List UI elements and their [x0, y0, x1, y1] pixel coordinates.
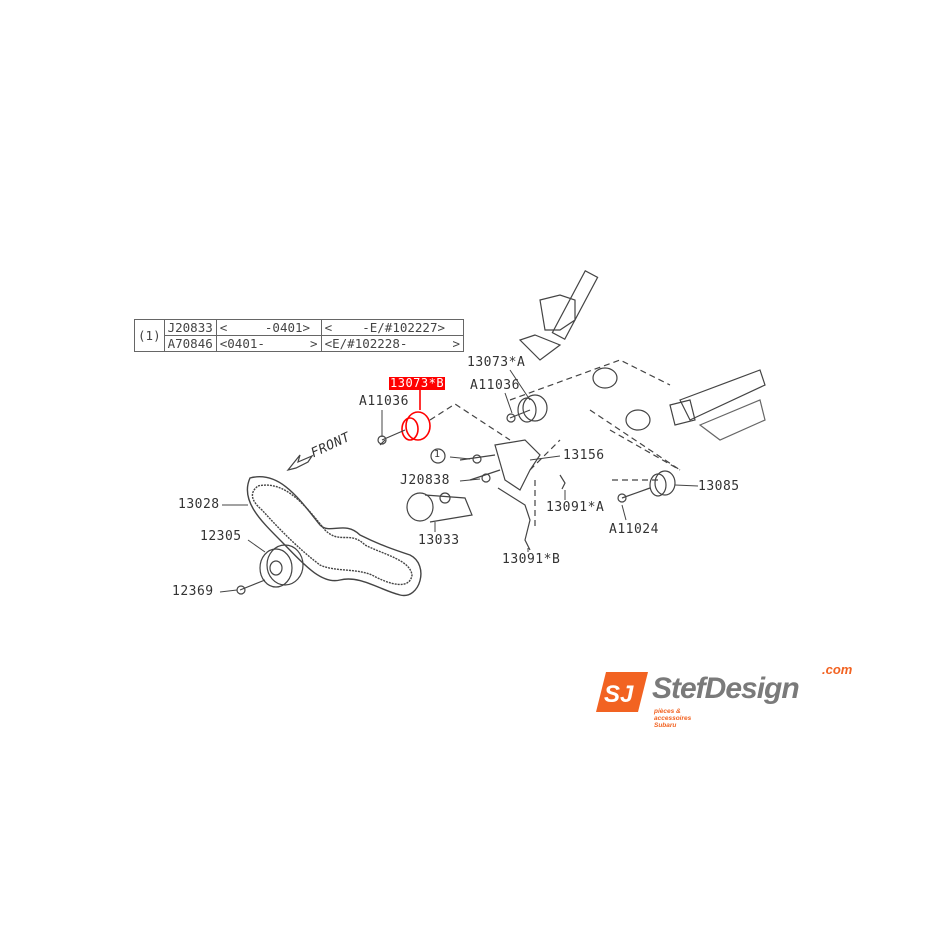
ref-symbol: 1 [145, 328, 154, 343]
callout-12305[interactable]: 12305 [200, 529, 242, 544]
table-row: A70846 <0401- > <E/#102228- > [135, 335, 465, 352]
callout-13156[interactable]: 13156 [563, 448, 605, 463]
camshaft-upper [518, 269, 599, 361]
callout-a11036-right[interactable]: A11036 [470, 378, 520, 393]
leader-lines [219, 369, 699, 593]
tensioner-bracket [494, 439, 541, 491]
sprocket-upper [592, 367, 651, 431]
callout-13085[interactable]: 13085 [698, 479, 740, 494]
clip-13091A [559, 474, 566, 490]
part-cell[interactable]: A70846 [163, 335, 217, 352]
callout-13073b-highlighted[interactable]: 13073*B [389, 376, 446, 390]
callout-ref-1[interactable]: 1 [434, 449, 441, 460]
idler-13073A [517, 394, 548, 423]
assembly-lines [429, 359, 681, 530]
table-row: (1) J20833 < -0401> < -E/#102227> [134, 319, 465, 352]
logo-wordmark: StefDesign [652, 672, 800, 705]
crank-pulley-12305 [259, 544, 304, 588]
callout-13028[interactable]: 13028 [178, 497, 220, 512]
serial-range-cell: <E/#102228- > [320, 335, 465, 352]
timing-belt-13028 [246, 475, 422, 596]
callout-j20838[interactable]: J20838 [400, 473, 450, 488]
pulley-13085 [649, 470, 676, 497]
callout-a11036-left[interactable]: A11036 [359, 394, 409, 409]
callout-13033[interactable]: 13033 [418, 533, 460, 548]
svg-text:SJ: SJ [604, 681, 634, 708]
sensor-bracket [497, 487, 531, 551]
serial-range-cell: < -E/#102227> [320, 319, 465, 336]
callout-a11024[interactable]: A11024 [609, 522, 659, 537]
front-arrow-icon [286, 454, 314, 472]
callout-13091b[interactable]: 13091*B [502, 552, 561, 567]
applicability-table: (1) J20833 < -0401> < -E/#102227> A70846… [134, 319, 465, 352]
ref-symbol-cell: (1) [134, 319, 165, 352]
bolts [236, 409, 651, 595]
idler-13073B-highlighted [401, 411, 431, 441]
tensioner-13033 [406, 492, 473, 523]
callout-13073a[interactable]: 13073*A [467, 355, 526, 370]
camshaft-lower [669, 369, 766, 441]
callout-12369[interactable]: 12369 [172, 584, 214, 599]
date-range-cell: < -0401> [215, 319, 322, 336]
logo-tld: .com [822, 662, 853, 677]
ref-1-circle [430, 448, 446, 464]
callout-13091a[interactable]: 13091*A [546, 500, 605, 515]
logo-tagline: pièces & accessoires Subaru [654, 708, 692, 729]
date-range-cell: <0401- > [215, 335, 322, 352]
logo-mark-icon: SJ [596, 672, 648, 712]
